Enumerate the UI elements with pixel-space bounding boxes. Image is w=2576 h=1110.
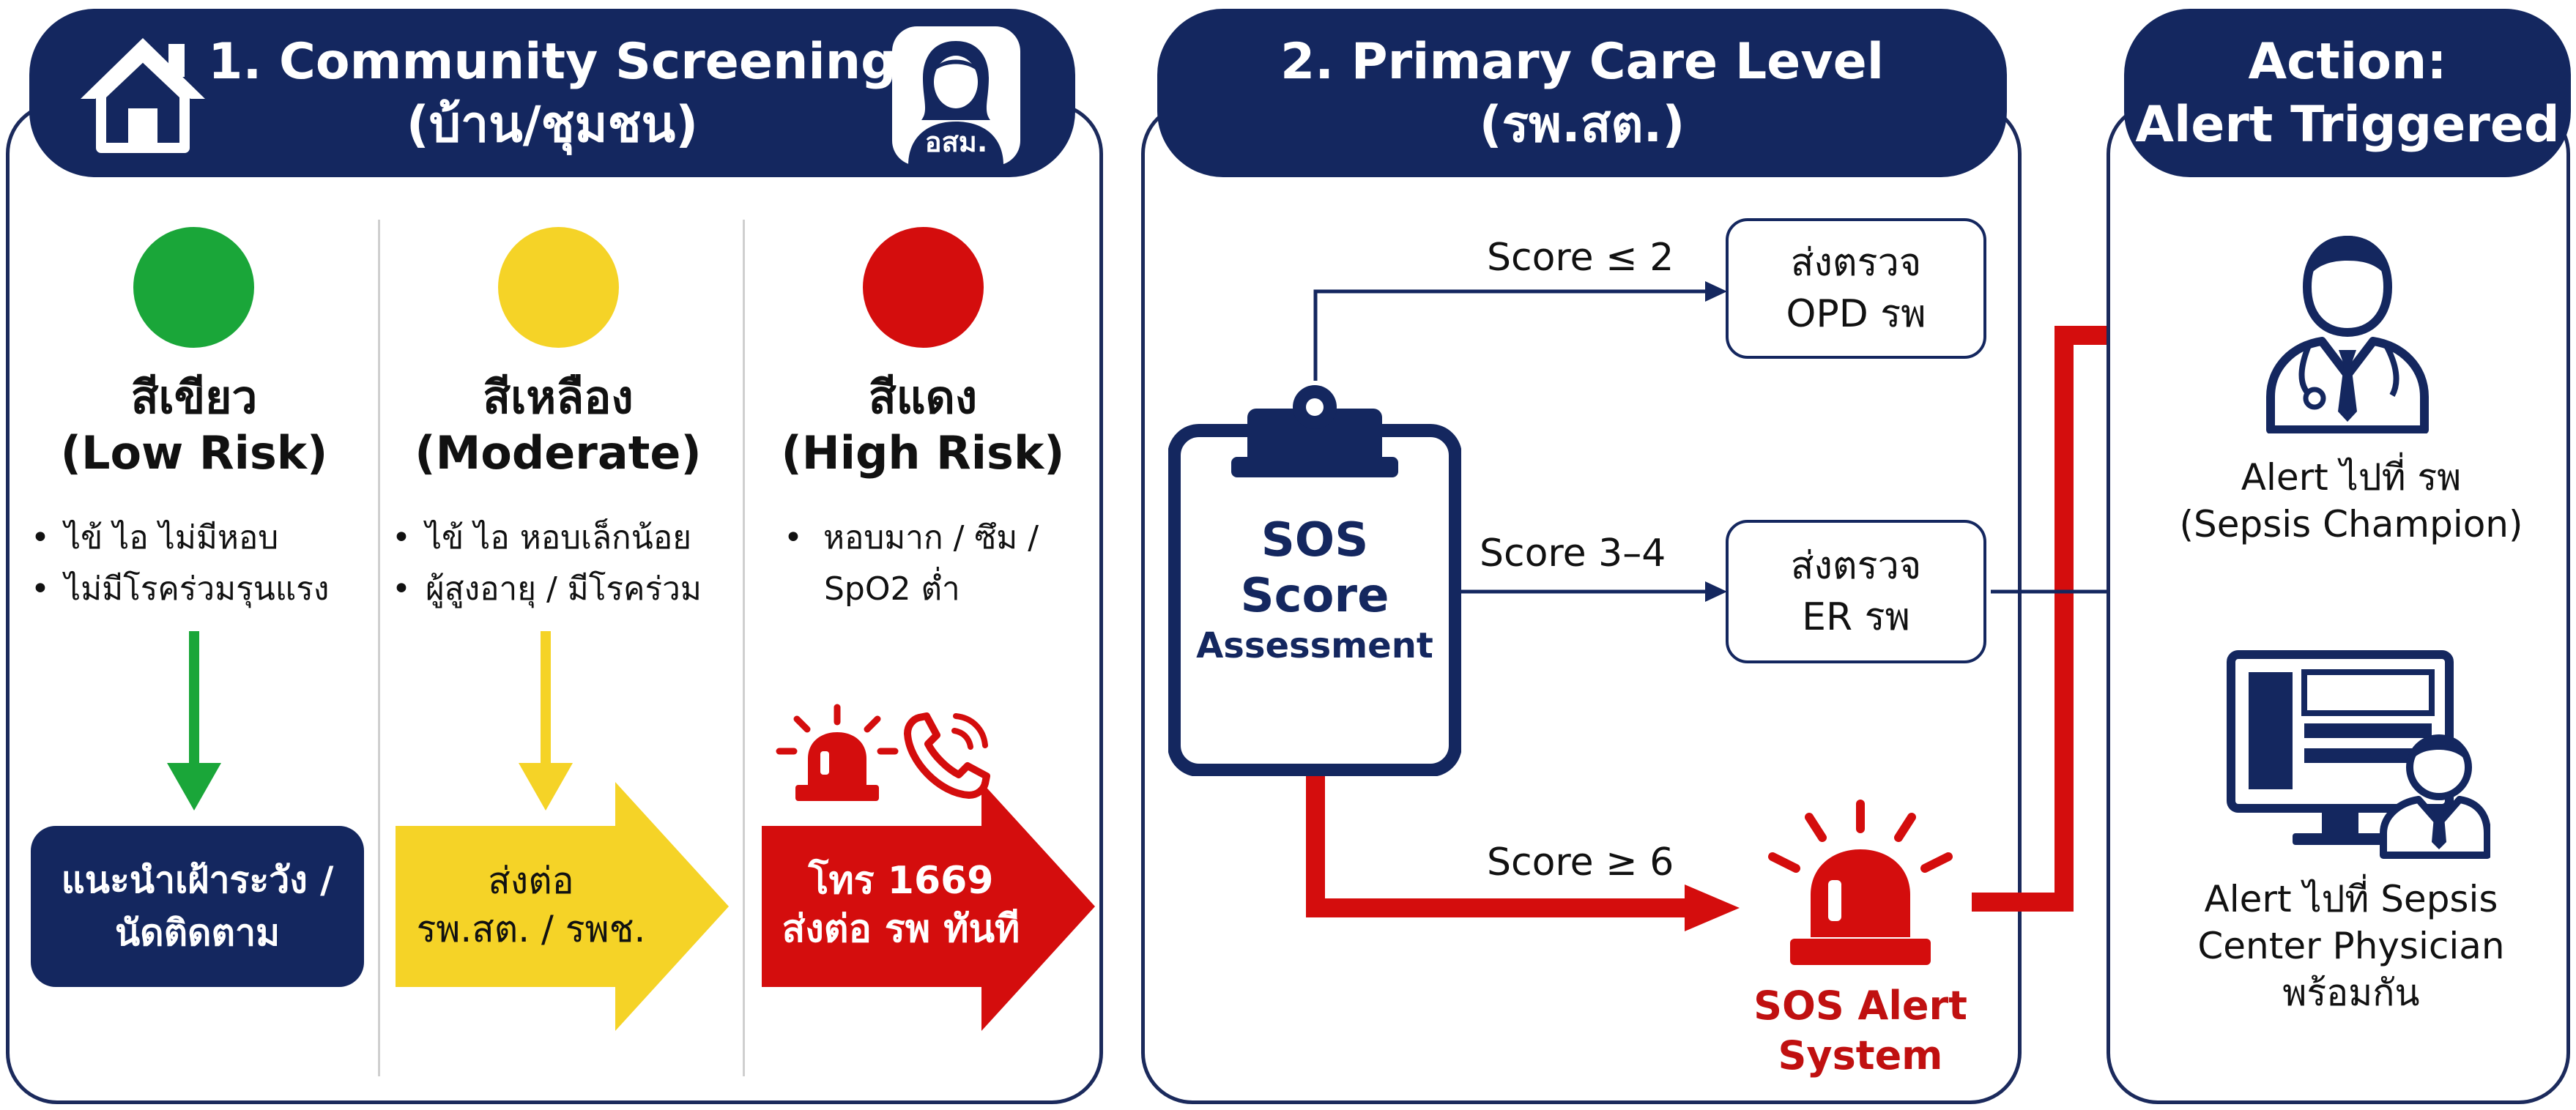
refer-label-yellow-line2: รพ.สต. / รพช.: [416, 908, 646, 950]
refer-label-red-line1: โทร 1669: [808, 859, 994, 903]
alert-champion-line1: Alert ไปที่ รพ: [2241, 456, 2462, 499]
red-risk-bullets: • หอบมาก / ซึม / SpO2 ต่ำ: [784, 513, 1039, 615]
alert-physician-line1: Alert ไปที่ Sepsis: [2204, 878, 2498, 920]
primary-care-title: 2. Primary Care Level: [1280, 33, 1885, 91]
branch-label-low: Score ≤ 2: [1487, 236, 1674, 280]
yellow-down-arrow: [519, 631, 573, 811]
bullet-mark: •: [784, 519, 823, 556]
list-item: ไม่มีโรคร่วมรุนแรง: [31, 564, 329, 615]
clipboard-icon: [1168, 385, 1461, 776]
green-down-arrow: [167, 631, 221, 811]
opd-referral-line1: ส่งตรวจ: [1790, 241, 1922, 285]
red-bullet-line1: หอบมาก / ซึม /: [823, 519, 1039, 556]
branch-label-high: Score ≥ 6: [1487, 841, 1674, 884]
list-item: • หอบมาก / ซึม /: [784, 513, 1039, 564]
refer-label-yellow: ส่งต่อ รพ.สต. / รพช.: [399, 857, 663, 953]
monitor-doctor-icon: [2227, 650, 2490, 859]
volunteer-badge: อสม.: [924, 126, 988, 158]
green-risk-bullets: ไข้ ไอ ไม่มีหอบ ไม่มีโรคร่วมรุนแรง: [31, 513, 329, 615]
monitor-follow-up-label: แนะนำเฝ้าระวัง / นัดติดตาม: [61, 859, 334, 954]
yellow-risk-bullets: ไข้ ไอ หอบเล็กน้อย ผู้สูงอายุ / มีโรคร่ว…: [392, 513, 702, 615]
list-item: SpO2 ต่ำ: [784, 564, 1039, 615]
green-risk-title: สีเขียว (Low Risk): [11, 370, 377, 481]
yellow-risk-color-name: สีเหลือง: [483, 370, 634, 424]
refer-label-red-line2: ส่งต่อ รพ ทันที: [782, 907, 1020, 951]
clipboard-text: SOS Score Assessment: [1172, 513, 1458, 668]
yellow-risk-level: (Moderate): [415, 426, 702, 480]
refer-label-yellow-line1: ส่งต่อ: [488, 860, 574, 902]
er-referral-line1: ส่งตรวจ: [1790, 544, 1922, 588]
alert-physician-text: Alert ไปที่ Sepsis Center Physician พร้อ…: [2153, 876, 2549, 1016]
primary-care-header: 2. Primary Care Level (รพ.สต.): [1157, 9, 2007, 177]
red-risk-title: สีแดง (High Risk): [740, 370, 1106, 481]
alert-physician-line2: Center Physician: [2197, 925, 2505, 967]
alert-physician-line3: พร้อมกัน: [2282, 972, 2420, 1014]
alert-champion-line2: (Sepsis Champion): [2179, 503, 2523, 545]
monitor-follow-up-box: แนะนำเฝ้าระวัง / นัดติดตาม: [31, 826, 364, 987]
primary-care-subtitle: (รพ.สต.): [1479, 96, 1685, 154]
home-icon: [81, 38, 205, 153]
alert-triggered-title: Action:: [2248, 33, 2447, 91]
phone-icon: [904, 712, 990, 799]
sos-alert-label: SOS Alert System: [1721, 981, 2000, 1081]
red-bullet-line2: SpO2 ต่ำ: [824, 570, 960, 608]
siren-icon: [776, 704, 899, 801]
list-item: ไข้ ไอ หอบเล็กน้อย: [392, 513, 702, 564]
yellow-risk-title: สีเหลือง (Moderate): [375, 370, 741, 481]
sos-alert-line2: System: [1778, 1032, 1943, 1079]
green-risk-dot: [133, 227, 254, 348]
er-referral-line2: ER รพ: [1802, 595, 1910, 639]
clipboard-line3: Assessment: [1196, 625, 1433, 666]
branch-label-mid: Score 3–4: [1480, 532, 1666, 576]
refer-arrow-yellow: [396, 782, 729, 1031]
volunteer-icon: อสม.: [892, 26, 1020, 165]
column-divider-2: [743, 220, 745, 1076]
opd-referral-line2: OPD รพ: [1786, 292, 1926, 336]
sos-siren-icon: [1768, 800, 1953, 965]
refer-label-red: โทร 1669 ส่งต่อ รพ ทันที: [754, 857, 1047, 953]
alert-triggered-header: Action: Alert Triggered: [2124, 9, 2571, 177]
community-screening-subtitle: (บ้าน/ชุมชน): [406, 96, 699, 154]
red-risk-color-name: สีแดง: [868, 370, 978, 424]
clipboard-line2: Score: [1240, 569, 1389, 623]
list-item: ผู้สูงอายุ / มีโรคร่วม: [392, 564, 702, 615]
green-risk-color-name: สีเขียว: [130, 370, 258, 424]
community-screening-title: 1. Community Screening: [208, 33, 897, 91]
list-item: ไข้ ไอ ไม่มีหอบ: [31, 513, 329, 564]
alert-triggered-subtitle: Alert Triggered: [2135, 96, 2560, 154]
red-risk-level: (High Risk): [781, 426, 1065, 480]
alert-champion-text: Alert ไปที่ รพ (Sepsis Champion): [2153, 454, 2549, 548]
refer-arrow-red: [762, 782, 1095, 1031]
opd-referral-box: ส่งตรวจ OPD รพ: [1726, 218, 1986, 359]
column-divider-1: [378, 220, 380, 1076]
clipboard-line1: SOS: [1261, 513, 1369, 567]
red-risk-dot: [863, 227, 984, 348]
er-referral-box: ส่งตรวจ ER รพ: [1726, 520, 1986, 663]
sos-alert-line1: SOS Alert: [1753, 983, 1967, 1029]
green-risk-level: (Low Risk): [60, 426, 328, 480]
yellow-risk-dot: [498, 227, 619, 348]
doctor-icon: [2266, 235, 2429, 433]
